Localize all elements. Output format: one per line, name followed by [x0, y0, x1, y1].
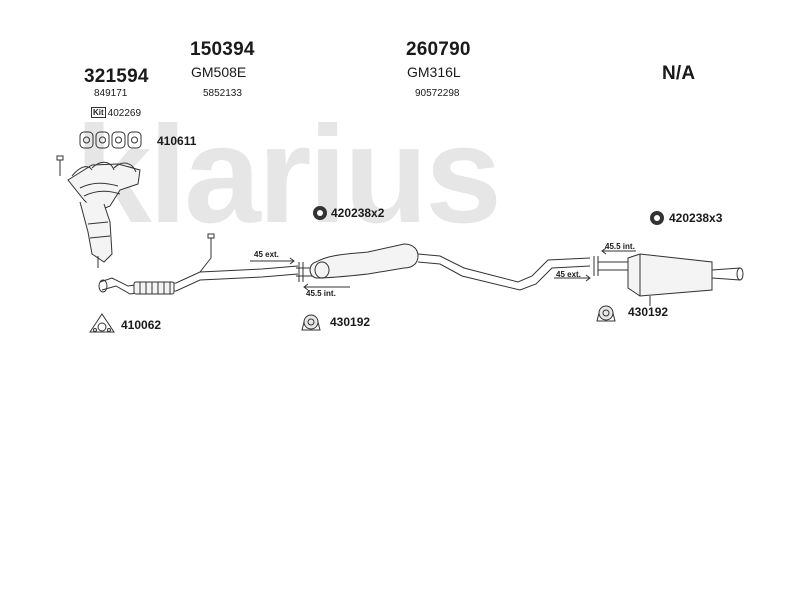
- hanger-rear-label: 430192: [628, 305, 669, 319]
- flange-gasket-icon: [89, 313, 115, 333]
- dim-front-ext: 45 ext.: [254, 250, 279, 259]
- dimension-arrows: [250, 247, 636, 291]
- catalytic-manifold: [56, 155, 141, 268]
- part-number-260790: 260790: [406, 39, 471, 60]
- ref-90572298: 90572298: [415, 88, 460, 99]
- rear-silencer: [593, 253, 744, 306]
- kit-badge: Kit: [91, 107, 106, 118]
- part-number-na: N/A: [662, 63, 696, 84]
- ref-5852133: 5852133: [203, 88, 242, 99]
- dim-mid-int: 45.5 int.: [306, 289, 336, 298]
- manifold-gasket-icon: [79, 131, 142, 149]
- clamp-mid-label: 420238x2: [331, 206, 385, 220]
- clamp-rear-icon: [650, 211, 664, 225]
- gasket-410062-label: 410062: [121, 318, 162, 332]
- hanger-mid-icon: [301, 314, 321, 331]
- clamp-rear-label: 420238x3: [669, 211, 723, 225]
- ref-849171: 849171: [94, 88, 128, 99]
- part-number-150394: 150394: [190, 39, 255, 60]
- hanger-rear-icon: [596, 305, 616, 322]
- code-gm316l: GM316L: [407, 64, 461, 80]
- clamp-mid-icon: [313, 206, 327, 220]
- code-gm508e: GM508E: [191, 64, 247, 80]
- dim-rear-int: 45.5 int.: [605, 242, 635, 251]
- front-pipe: [98, 233, 299, 295]
- middle-silencer: [296, 243, 591, 291]
- kit-ref-number: 402269: [107, 108, 142, 119]
- part-number-321594: 321594: [84, 66, 149, 87]
- hanger-mid-label: 430192: [330, 315, 371, 329]
- dim-rear-ext: 45 ext.: [556, 270, 581, 279]
- klarius-watermark: klarius: [75, 98, 499, 252]
- gasket-410611-label: 410611: [157, 134, 197, 148]
